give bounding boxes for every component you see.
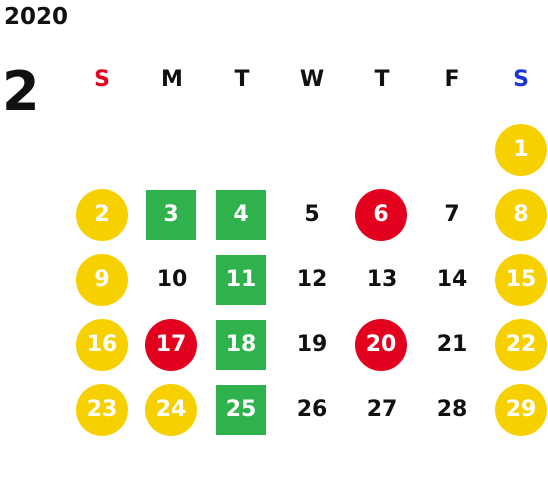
- day-4[interactable]: 4: [216, 190, 266, 240]
- day-28[interactable]: 28: [436, 397, 468, 422]
- weekday-monday: M: [161, 67, 183, 92]
- weekday-wednesday: W: [299, 67, 325, 92]
- day-3[interactable]: 3: [146, 190, 196, 240]
- day-16[interactable]: 16: [76, 319, 128, 371]
- day-17[interactable]: 17: [145, 319, 197, 371]
- day-22[interactable]: 22: [495, 319, 547, 371]
- day-27[interactable]: 27: [366, 397, 398, 422]
- day-26[interactable]: 26: [296, 397, 328, 422]
- day-25[interactable]: 25: [216, 385, 266, 435]
- day-7[interactable]: 7: [444, 202, 460, 227]
- weekday-saturday: S: [513, 67, 529, 92]
- day-11[interactable]: 11: [216, 255, 266, 305]
- weekday-sunday: S: [94, 67, 110, 92]
- day-19[interactable]: 19: [296, 332, 328, 357]
- day-24[interactable]: 24: [145, 384, 197, 436]
- weekday-friday: F: [444, 67, 460, 92]
- day-15[interactable]: 15: [495, 254, 547, 306]
- day-6[interactable]: 6: [355, 189, 407, 241]
- day-20[interactable]: 20: [355, 319, 407, 371]
- year-label: 2020: [4, 4, 69, 30]
- day-5[interactable]: 5: [304, 202, 320, 227]
- day-14[interactable]: 14: [436, 267, 468, 292]
- day-29[interactable]: 29: [495, 384, 547, 436]
- day-9[interactable]: 9: [76, 254, 128, 306]
- day-10[interactable]: 10: [156, 267, 188, 292]
- day-23[interactable]: 23: [76, 384, 128, 436]
- day-2[interactable]: 2: [76, 189, 128, 241]
- day-8[interactable]: 8: [495, 189, 547, 241]
- day-12[interactable]: 12: [296, 267, 328, 292]
- weekday-tuesday: T: [234, 67, 250, 92]
- day-1[interactable]: 1: [495, 124, 547, 176]
- weekday-thursday: T: [374, 67, 390, 92]
- day-21[interactable]: 21: [436, 332, 468, 357]
- month-label: 2: [2, 60, 40, 123]
- day-13[interactable]: 13: [366, 267, 398, 292]
- day-18[interactable]: 18: [216, 320, 266, 370]
